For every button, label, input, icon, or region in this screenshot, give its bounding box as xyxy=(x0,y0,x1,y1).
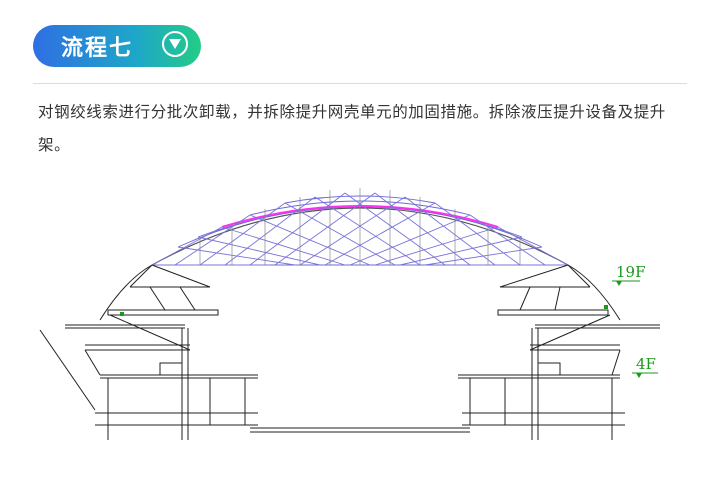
level-marker-4f: 4F xyxy=(632,355,658,378)
level-label-4f: 4F xyxy=(636,355,656,373)
center-floor xyxy=(250,427,470,433)
left-support-structure xyxy=(39,264,258,440)
level-label-19f: 19F xyxy=(616,263,646,281)
right-support-structure xyxy=(458,264,660,440)
step-badge: 流程七 xyxy=(33,25,201,67)
divider xyxy=(33,83,687,84)
level-marker-19f: 19F xyxy=(612,263,646,286)
step-description: 对钢绞线索进行分批次卸载，并拆除提升网壳单元的加固措施。拆除液压提升设备及提升架… xyxy=(38,103,666,154)
dome-lattice xyxy=(151,188,569,266)
construction-drawing: 19F 4F xyxy=(39,188,660,440)
step-title: 流程七 xyxy=(61,36,134,61)
chevron-down-icon[interactable] xyxy=(162,31,188,57)
